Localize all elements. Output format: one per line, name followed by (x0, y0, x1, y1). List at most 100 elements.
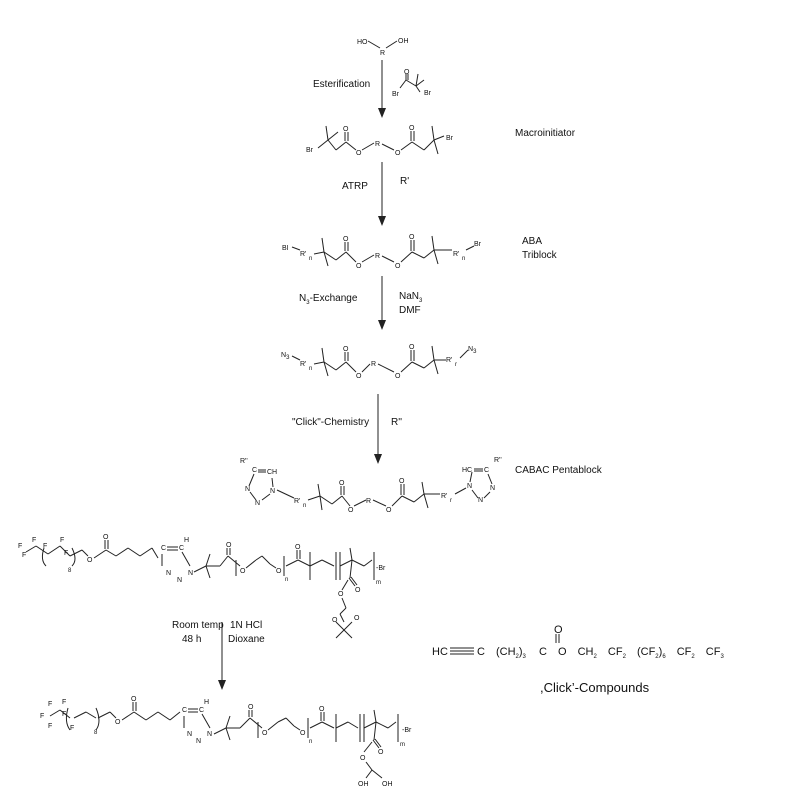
rn-label: R' (453, 251, 459, 258)
r-label: R (366, 498, 371, 505)
hcl-label: 1N HCl (230, 620, 262, 631)
arrow-4 (374, 394, 382, 464)
diol: HO R OH (357, 38, 409, 57)
n-atom: N (188, 570, 193, 577)
n3-exchange-label: N3-Exchange (299, 293, 358, 306)
rn-label: R' (446, 357, 452, 364)
ch-atom: CH (267, 469, 277, 476)
hc-atom: HC (462, 467, 472, 474)
f-atom: F (48, 723, 52, 730)
o-atom: O (354, 615, 360, 622)
rn-label: R' (300, 251, 306, 258)
f-atom: F (62, 699, 66, 706)
n-atom: N (177, 577, 182, 584)
nan3-label: NaN3 (399, 291, 423, 304)
c-atom: C (252, 467, 257, 474)
c-atom: C (179, 545, 184, 552)
carbonyl-o: O (554, 624, 563, 636)
o-atom: O (248, 704, 254, 711)
click-chemistry-label: "Click"-Chemistry (292, 417, 369, 428)
oh-atom: OH (358, 781, 369, 788)
o-atom: O (378, 749, 384, 756)
click-reagent: R'' (391, 417, 402, 428)
o-atom: O (355, 587, 361, 594)
f-atom: F (43, 543, 47, 550)
click-compound: HC C (CH2)3 C O CH2 CF2 (CF2)6 CF2 CF3 O (432, 624, 724, 661)
n-atom: N (187, 731, 192, 738)
c-atom: C (161, 545, 166, 552)
o-atom: O (343, 126, 349, 133)
index-n: n (309, 739, 312, 745)
r-label: R (380, 50, 385, 57)
f-atom: F (60, 537, 64, 544)
n-subscript: n (303, 503, 306, 509)
bond (367, 40, 381, 49)
o-atom: O (356, 263, 362, 270)
o-atom: O (343, 236, 349, 243)
o-atom: O (343, 346, 349, 353)
n3-atom: N3 (468, 346, 477, 355)
atrp-label: ATRP (342, 181, 368, 192)
rn-label: R' (441, 493, 447, 500)
f-atom: F (32, 537, 36, 544)
o-atom: O (399, 478, 405, 485)
n3-atom: N3 (281, 352, 290, 361)
f-atom: F (40, 713, 44, 720)
o-atom: O (404, 69, 410, 76)
o-atom: O (395, 373, 401, 380)
h-atom: H (204, 699, 209, 706)
f-atom: F (18, 543, 22, 550)
macroinitiator-label: Macroinitiator (515, 128, 576, 139)
n-subscript: n (309, 256, 312, 262)
o-atom: O (262, 730, 268, 737)
o-atom: O (386, 507, 392, 514)
oh-label: OH (398, 38, 409, 45)
c-atom: C (484, 467, 489, 474)
index-n: n (285, 577, 288, 583)
click-formula: HC C (CH2)3 C O CH2 CF2 (CF2)6 CF2 CF3 (432, 646, 724, 661)
cabac-label: CABAC Pentablock (515, 465, 603, 476)
c-atom: C (182, 707, 187, 714)
f-atom: F (70, 725, 74, 732)
n-subscript: n (309, 366, 312, 372)
aba-label-1: ABA (522, 236, 542, 247)
r-label: R (375, 141, 380, 148)
rpp-label: R'' (240, 458, 248, 465)
c-atom: C (199, 707, 204, 714)
fluoro-polymer-bottom: F F F F F F 8 O O C C H N N N (40, 696, 412, 788)
h-atom: H (184, 537, 189, 544)
n-atom: N (478, 497, 483, 504)
r-subscript: r (450, 498, 452, 504)
f-atom: F (64, 550, 68, 557)
oh-atom: OH (382, 781, 393, 788)
br-atom: Br (474, 241, 482, 248)
o-atom: O (87, 557, 93, 564)
arrow-3 (378, 276, 386, 330)
f-atom: F (22, 552, 26, 559)
n-atom: N (467, 483, 472, 490)
aba-triblock-structure: BI R' n O O R O O R' n Br (282, 234, 482, 270)
o-atom: O (409, 125, 415, 132)
index-m: m (376, 580, 381, 586)
o-atom: O (338, 591, 344, 598)
br-atom: Br (446, 135, 454, 142)
ho-label: HO (357, 39, 368, 46)
click-compounds-caption: ,Click’-Compounds (540, 680, 650, 695)
o-atom: O (409, 234, 415, 241)
br-end: -Br (402, 727, 412, 734)
br-atom: Br (392, 91, 400, 98)
room-temp-label: Room temp (172, 620, 224, 631)
o-atom: O (300, 730, 306, 737)
r-label: R (371, 361, 376, 368)
br-end: -Br (376, 565, 386, 572)
o-atom: O (115, 719, 121, 726)
aba-label-2: Triblock (522, 250, 558, 261)
n-atom: N (196, 738, 201, 745)
rpp-label: R'' (494, 457, 502, 464)
fluoro-polymer-top: F F F F F F 8 O O C C H N N N (18, 534, 386, 639)
n-subscript: n (462, 256, 465, 262)
f-atom: F (48, 701, 52, 708)
o-atom: O (356, 150, 362, 157)
n-atom: N (207, 731, 212, 738)
r-subscript: r (455, 362, 457, 368)
